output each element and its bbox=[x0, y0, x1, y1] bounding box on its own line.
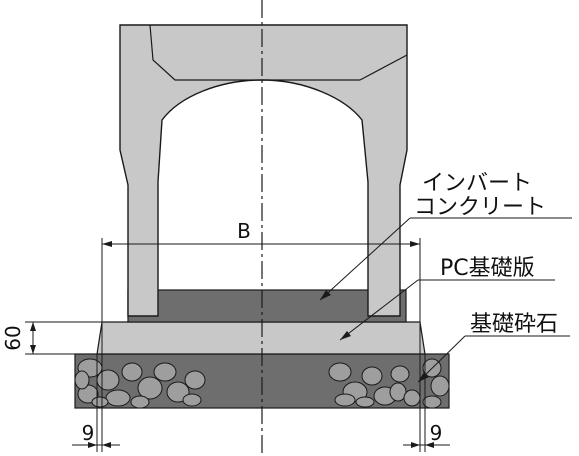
leader-pc-base: PC基礎版 bbox=[339, 256, 555, 341]
stone bbox=[422, 395, 442, 409]
stone bbox=[355, 396, 375, 408]
stone bbox=[105, 389, 131, 407]
invert-concrete bbox=[127, 289, 407, 323]
stone bbox=[430, 375, 450, 397]
label-invert-line2: コンクリート bbox=[414, 195, 546, 220]
pc-base-slab bbox=[96, 321, 426, 355]
dimension-thickness-label: 60 bbox=[1, 325, 25, 350]
culvert-haunch-line bbox=[149, 24, 360, 81]
culvert-haunch-right bbox=[359, 54, 408, 81]
stone bbox=[184, 370, 206, 390]
dimension-offset-right: 9 bbox=[403, 322, 450, 452]
dimension-offset-right-label: 9 bbox=[430, 421, 443, 445]
dimension-b: B bbox=[101, 219, 421, 322]
stone bbox=[361, 366, 383, 386]
stone bbox=[166, 381, 190, 403]
dimension-b-label: B bbox=[237, 219, 251, 243]
stone bbox=[153, 362, 177, 382]
stone bbox=[137, 376, 163, 400]
dimension-thickness: 60 bbox=[1, 321, 102, 355]
stone bbox=[91, 396, 109, 408]
stone bbox=[390, 365, 410, 383]
stone bbox=[130, 395, 150, 409]
stone bbox=[96, 369, 120, 391]
stone bbox=[182, 393, 202, 407]
dimension-offset-left-label: 9 bbox=[82, 421, 95, 445]
leader-invert: インバート コンクリート bbox=[319, 171, 572, 301]
stones-left-cluster bbox=[74, 358, 206, 409]
label-pc-base: PC基礎版 bbox=[440, 256, 535, 281]
leader-crushed-stone: 基礎砕石 bbox=[417, 312, 570, 383]
stone bbox=[403, 389, 421, 407]
stone bbox=[121, 362, 143, 382]
stone bbox=[328, 362, 352, 382]
label-invert-line1: インバート bbox=[422, 171, 532, 196]
stone bbox=[74, 370, 90, 390]
label-crushed-stone: 基礎砕石 bbox=[470, 312, 558, 337]
stone bbox=[334, 393, 356, 407]
dimension-offset-left: 9 bbox=[72, 322, 120, 452]
